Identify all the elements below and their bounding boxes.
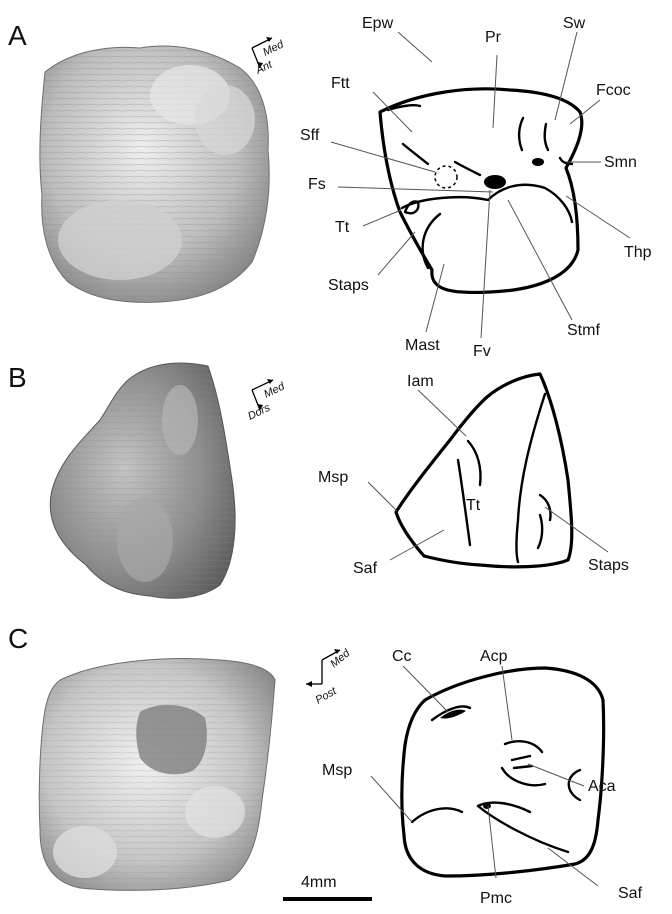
specimen-render-c [39, 659, 275, 891]
label-fv: Fv [473, 343, 491, 360]
label-saf-c: Saf [618, 885, 643, 902]
specimen-render-b [50, 363, 235, 598]
label-pmc: Pmc [480, 890, 512, 907]
label-smn: Smn [604, 154, 637, 171]
leader-lines-c [371, 666, 598, 886]
panel-b-letter: B [8, 362, 27, 393]
label-fcoc: Fcoc [596, 82, 631, 99]
label-ftt: Ftt [331, 75, 350, 92]
label-sw: Sw [563, 15, 586, 32]
label-sff: Sff [300, 127, 320, 144]
label-acp: Acp [480, 648, 508, 665]
label-mast: Mast [405, 337, 440, 354]
label-staps-a: Staps [328, 277, 369, 294]
label-pr: Pr [485, 29, 502, 46]
panel-b: B Med Dors [8, 362, 629, 598]
label-msp-c: Msp [322, 762, 352, 779]
panel-a: A Med Ant [8, 15, 652, 360]
label-saf-b: Saf [353, 560, 378, 577]
label-thp: Thp [624, 244, 652, 261]
label-iam: Iam [407, 373, 434, 390]
label-cc: Cc [392, 648, 412, 665]
drawing-b: Iam Msp Tt Saf Staps [318, 373, 629, 577]
orientation-label-ant: Ant [253, 58, 275, 77]
panel-c-letter: C [8, 623, 28, 654]
label-stmf: Stmf [567, 322, 600, 339]
panel-c: C Med Post [8, 623, 643, 907]
scale-bar-label: 4mm [301, 874, 337, 891]
label-fs: Fs [308, 176, 326, 193]
panel-a-letter: A [8, 20, 27, 51]
orientation-indicator-a: Med Ant [252, 37, 286, 77]
scale-bar: 4mm [283, 874, 372, 899]
drawing-a: Epw Pr Sw Ftt Fcoc Sff Smn Fs Tt Thp Sta… [300, 15, 652, 360]
orientation-label-dors: Dors [246, 402, 273, 423]
label-aca: Aca [588, 778, 616, 795]
label-tt-a: Tt [335, 219, 350, 236]
orientation-indicator-c: Med Post [306, 647, 353, 707]
drawing-c: Cc Acp Aca Msp Saf Pmc [322, 648, 643, 907]
specimen-render-a [40, 46, 269, 302]
label-epw: Epw [362, 15, 394, 32]
label-tt-b: Tt [466, 497, 481, 514]
label-msp-b: Msp [318, 469, 348, 486]
orientation-indicator-b: Med Dors [246, 379, 287, 423]
label-staps-b: Staps [588, 557, 629, 574]
orientation-label-med-c: Med [328, 647, 353, 671]
orientation-label-post: Post [314, 685, 340, 707]
